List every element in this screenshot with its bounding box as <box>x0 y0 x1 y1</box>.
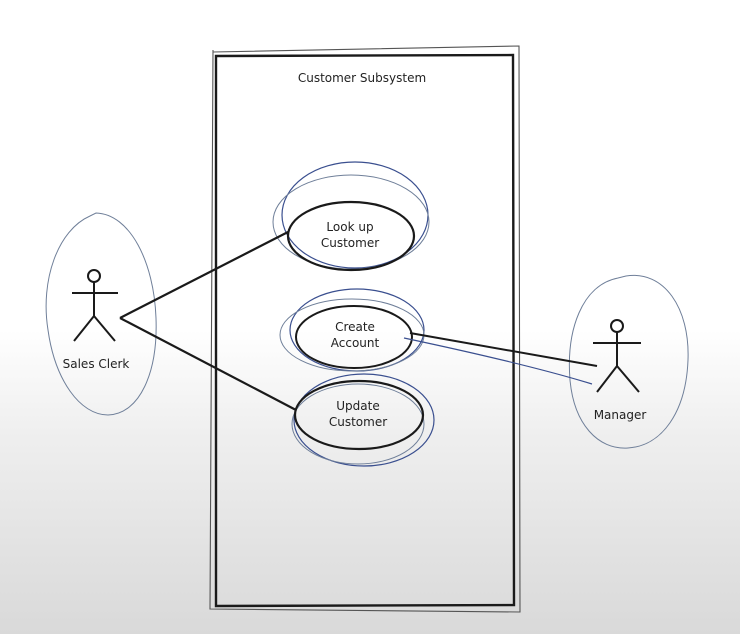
use-case-lookup[interactable]: Look up Customer <box>272 161 430 272</box>
manager-sketch-outline <box>568 274 689 449</box>
use-case-create-line1: Create <box>335 320 375 334</box>
stick-figure-icon <box>72 269 118 342</box>
use-case-lookup-line2: Customer <box>321 236 379 250</box>
use-case-create-line2: Account <box>331 336 380 350</box>
actor-sales-clerk-label: Sales Clerk <box>63 357 130 371</box>
stick-figure-icon <box>593 319 641 393</box>
actor-manager-label: Manager <box>594 408 647 422</box>
system-boundary: Customer Subsystem <box>209 45 521 613</box>
association-sales-update <box>119 317 297 411</box>
association-manager-create-retrace <box>403 337 593 385</box>
use-case-update-line1: Update <box>336 399 379 413</box>
association-manager-create <box>409 332 598 367</box>
association-sales-lookup <box>119 231 289 319</box>
system-title: Customer Subsystem <box>298 71 426 85</box>
associations <box>119 231 598 411</box>
actor-manager[interactable]: Manager <box>568 274 689 449</box>
use-case-lookup-line1: Look up <box>326 220 373 234</box>
use-case-update[interactable]: Update Customer <box>291 373 435 467</box>
use-case-update-line2: Customer <box>329 415 387 429</box>
actor-sales-clerk[interactable]: Sales Clerk <box>45 212 157 416</box>
use-case-create[interactable]: Create Account <box>279 288 425 372</box>
sales-clerk-sketch-outline <box>45 212 157 416</box>
